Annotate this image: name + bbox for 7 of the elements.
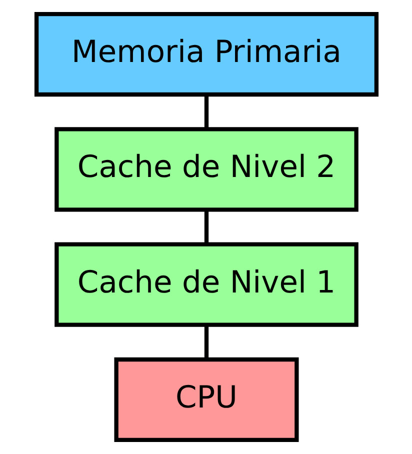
node-box: Cache de Nivel 1 [54, 242, 358, 327]
node-box: Memoria Primaria [34, 12, 378, 97]
connector [204, 325, 208, 360]
connector [204, 94, 208, 129]
node-box: CPU [114, 357, 298, 442]
connector [204, 210, 208, 244]
node-box: Cache de Nivel 2 [54, 127, 358, 212]
